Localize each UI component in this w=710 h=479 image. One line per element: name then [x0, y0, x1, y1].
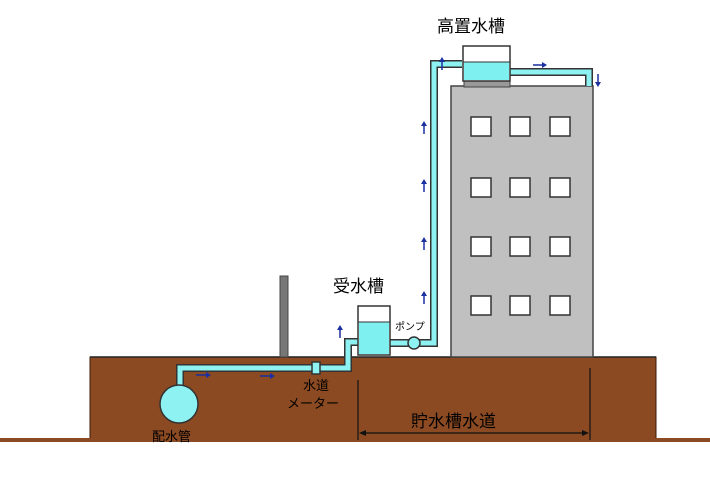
building-windows [470, 116, 571, 316]
flow-arrow [196, 372, 211, 378]
flow-arrow [595, 74, 601, 87]
flow-arrows [196, 57, 601, 379]
fence-post [279, 275, 289, 358]
water-meter [311, 361, 321, 375]
flow-arrow [533, 62, 547, 68]
flow-arrow [421, 179, 427, 192]
window [549, 236, 571, 257]
receiving-tank [357, 305, 391, 356]
window [470, 177, 492, 198]
window [549, 177, 571, 198]
window [470, 295, 492, 316]
window [509, 177, 531, 198]
water-meter-label-line1: 水道 [303, 379, 329, 394]
window [509, 116, 531, 137]
flow-arrow [260, 373, 275, 379]
flow-arrow [421, 291, 427, 304]
pump [407, 336, 421, 350]
window [509, 295, 531, 316]
storage-system-span [357, 368, 591, 440]
window [470, 236, 492, 257]
flow-arrow [439, 57, 445, 70]
pump-label: ポンプ [395, 321, 425, 333]
window [549, 295, 571, 316]
window [470, 116, 492, 137]
elevated-tank-label: 高置水槽 [437, 17, 505, 37]
flow-arrow [421, 237, 427, 250]
distribution-main-label: 配水管 [152, 430, 191, 445]
window [509, 236, 531, 257]
flow-arrow [421, 121, 427, 134]
receiving-tank-label: 受水槽 [333, 277, 384, 297]
tank-support [463, 80, 511, 88]
window [549, 116, 571, 137]
ground-bottom-edge [0, 438, 710, 442]
distribution-main-pipe [159, 384, 199, 424]
flow-arrow [337, 325, 343, 338]
elevated-tank [462, 45, 511, 82]
water-meter-label-line2: メーター [287, 397, 339, 412]
storage-system-label: 貯水槽水道 [411, 412, 496, 432]
